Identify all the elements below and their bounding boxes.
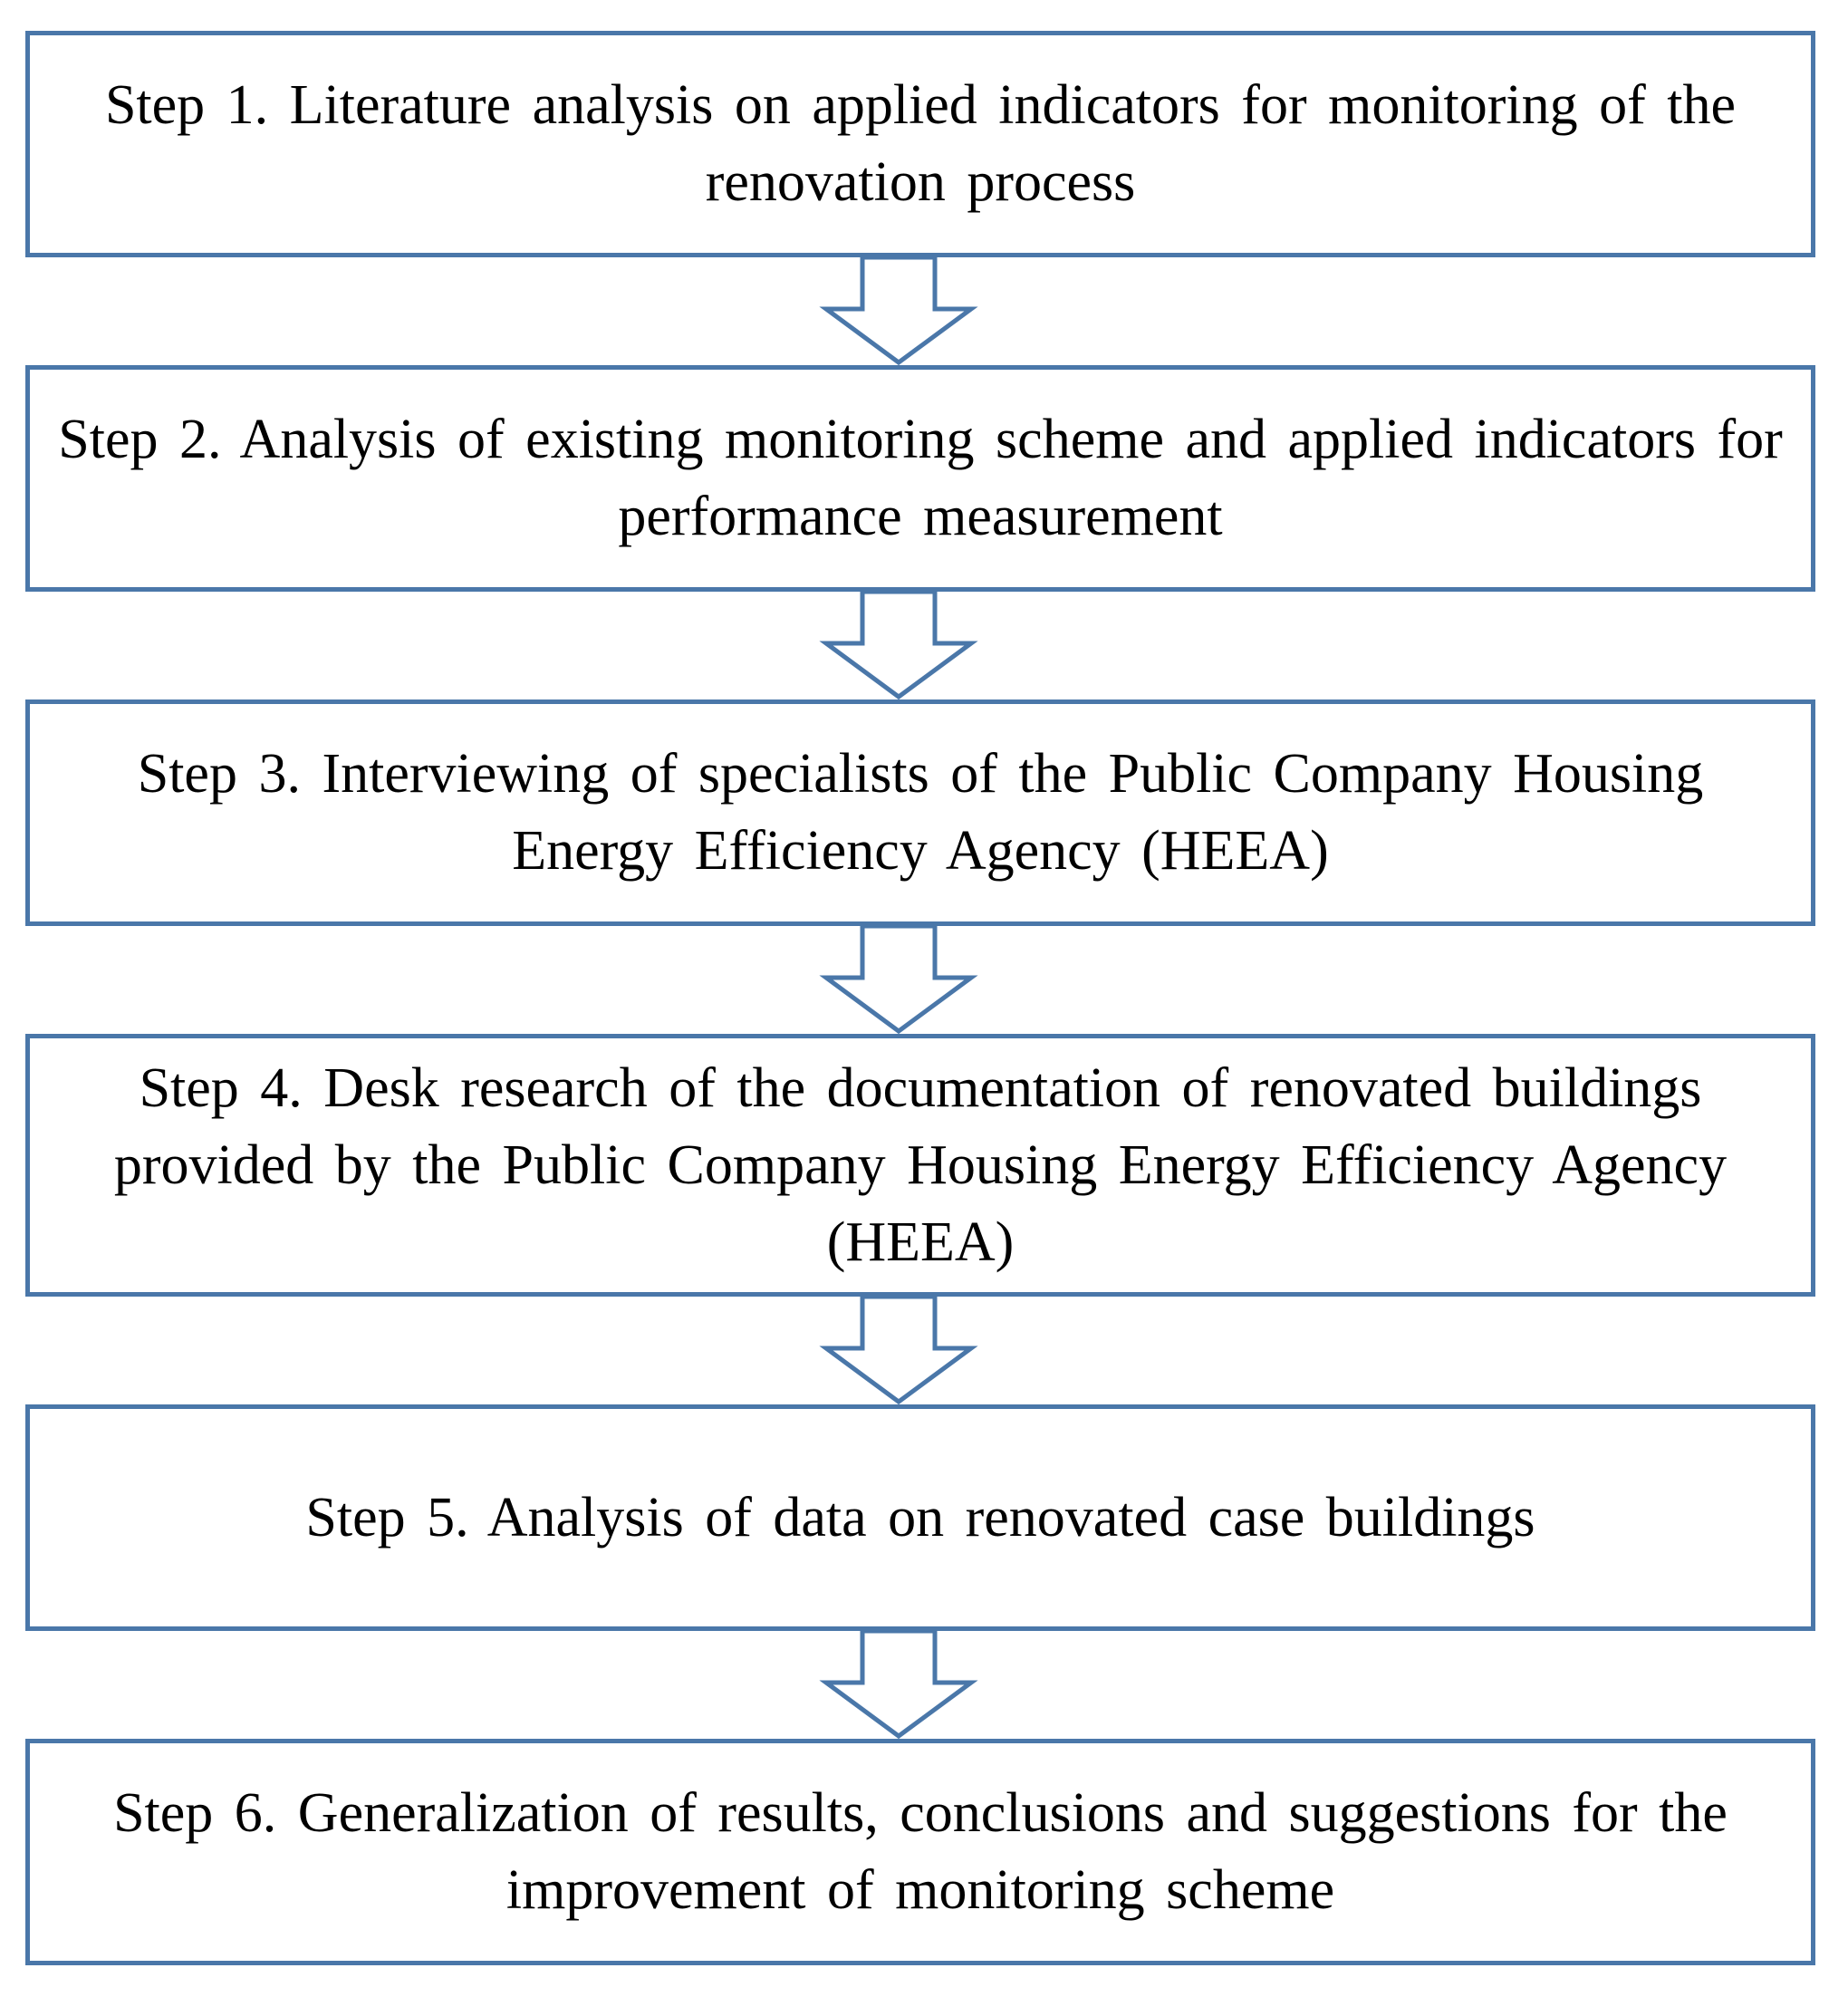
step-6-text: Step 6. Generalization of results, concl… (113, 1782, 1728, 1921)
step-3-box: Step 3. Interviewing of specialists of t… (25, 699, 1815, 926)
down-arrow-icon (819, 926, 978, 1035)
step-6-box: Step 6. Generalization of results, concl… (25, 1739, 1815, 1965)
down-arrow-icon (819, 592, 978, 700)
down-arrow-icon-svg (819, 926, 978, 1035)
down-arrow-icon-svg (819, 257, 978, 366)
down-arrow-icon-svg (819, 1297, 978, 1405)
down-arrow-icon (819, 1631, 978, 1740)
step-4-box: Step 4. Desk research of the documentati… (25, 1034, 1815, 1297)
step-5-box: Step 5. Analysis of data on renovated ca… (25, 1404, 1815, 1631)
step-3-text: Step 3. Interviewing of specialists of t… (137, 743, 1704, 882)
step-2-box: Step 2. Analysis of existing monitoring … (25, 365, 1815, 592)
down-arrow-icon (819, 1297, 978, 1405)
down-arrow-icon-svg (819, 592, 978, 700)
step-2-text: Step 2. Analysis of existing monitoring … (58, 409, 1783, 547)
step-1-text: Step 1. Literature analysis on applied i… (104, 74, 1737, 213)
down-arrow-icon-svg (819, 1631, 978, 1740)
step-1-box: Step 1. Literature analysis on applied i… (25, 31, 1815, 257)
step-4-text: Step 4. Desk research of the documentati… (113, 1056, 1728, 1273)
down-arrow-icon (819, 257, 978, 366)
step-5-text: Step 5. Analysis of data on renovated ca… (305, 1486, 1535, 1548)
